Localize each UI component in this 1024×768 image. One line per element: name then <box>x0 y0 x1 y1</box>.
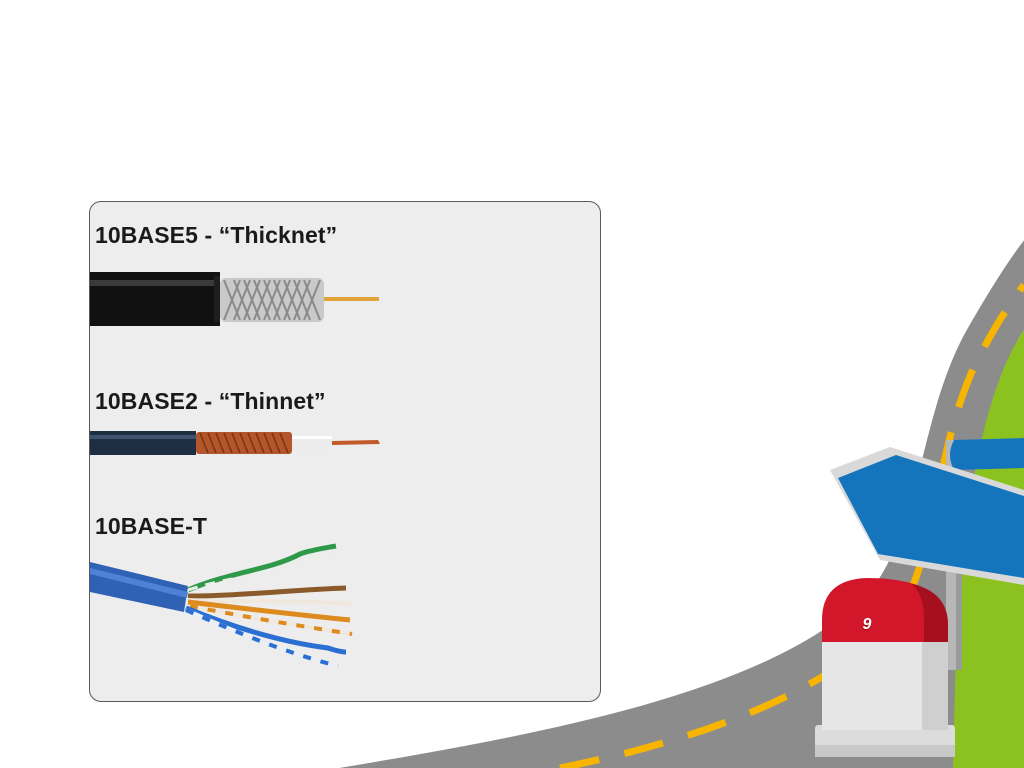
thick-coax-cable-icon <box>90 272 379 326</box>
twisted-pair-cable-icon <box>90 543 353 668</box>
cable-types-panel: 10BASE5 - “Thicknet” 10BASE2 - “Thinnet” <box>89 201 601 702</box>
small-road-sign <box>950 438 1024 470</box>
milestone-body <box>822 640 948 730</box>
thicknet-label: 10BASE5 - “Thicknet” <box>95 222 338 248</box>
milestone-cap <box>822 578 948 642</box>
road-center-line <box>559 282 1024 768</box>
large-road-sign <box>838 455 1024 578</box>
thinnet-label: 10BASE2 - “Thinnet” <box>95 388 326 414</box>
10base-t-label: 10BASE-T <box>95 513 207 539</box>
milestone-number: 9 <box>862 616 872 633</box>
road-edge-outer <box>329 237 1024 768</box>
thin-coax-cable-icon <box>90 431 380 455</box>
